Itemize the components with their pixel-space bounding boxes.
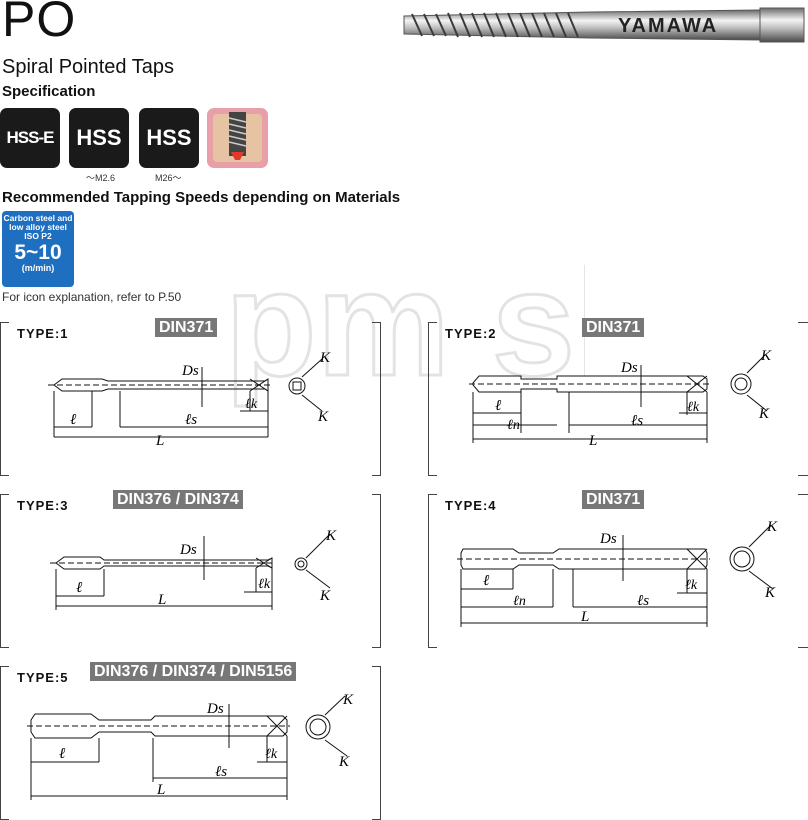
dim-k: K	[766, 519, 778, 535]
bracket-right	[372, 322, 381, 476]
icon-reference-note: For icon explanation, refer to P.50	[2, 290, 182, 304]
dim-k: K	[758, 406, 770, 422]
dim-k: K	[319, 588, 331, 604]
type-2-standard: DIN371	[582, 318, 645, 337]
bracket-right	[372, 666, 381, 820]
type-5-standard: DIN376 / DIN374 / DIN5156	[90, 662, 297, 681]
dim-lk: ℓk	[265, 747, 278, 762]
dim-L: L	[580, 609, 589, 625]
bracket-right	[798, 494, 808, 648]
speed-value: 5~10	[14, 240, 62, 264]
speeds-heading: Recommended Tapping Speeds depending on …	[2, 189, 401, 206]
type-4-drawing: Ds ℓ ℓn ℓs ℓk L K K	[457, 519, 778, 627]
speed-badge-carbon-steel: Carbon steel and low alloy steel ISO P2 …	[2, 211, 74, 287]
type-3-drawing: Ds ℓ ℓk L K K	[50, 528, 337, 610]
type-4-label: TYPE:4	[445, 498, 497, 513]
watermark: pm shop	[225, 255, 585, 409]
dim-k: K	[317, 409, 329, 425]
bracket-left	[428, 322, 437, 476]
dim-ln: ℓn	[513, 594, 526, 609]
dim-ds: Ds	[179, 542, 197, 558]
brand-engraving: YAMAWA	[618, 15, 718, 37]
dim-k: K	[764, 585, 776, 601]
dim-ds: Ds	[620, 360, 638, 376]
material-size-note: ～M2.6	[86, 173, 116, 183]
type-2-drawing: Ds ℓ ℓn ℓs ℓk L K K	[469, 348, 772, 449]
speed-material-line1: Carbon steel and	[3, 213, 73, 223]
type-1-standard: DIN371	[155, 318, 218, 337]
material-badge-hss-small: HSS	[69, 108, 129, 168]
dim-k: K	[760, 348, 772, 364]
speed-unit: (m/min)	[21, 262, 55, 273]
dim-lk: ℓk	[258, 577, 271, 592]
dim-L: L	[155, 433, 164, 449]
bracket-left	[0, 494, 9, 648]
dim-ds: Ds	[206, 701, 224, 717]
speed-material-iso: ISO P2	[24, 230, 52, 241]
material-badge-hss-e: HSS-E	[0, 108, 60, 168]
bracket-right	[798, 322, 808, 476]
dim-L: L	[588, 433, 597, 449]
dim-k: K	[325, 528, 337, 544]
dim-lk: ℓk	[687, 400, 700, 415]
page-title: PO	[2, 0, 77, 47]
material-size-note: M26～	[155, 173, 182, 183]
type-4-standard: DIN371	[582, 490, 645, 509]
svg-text:pm shop: pm shop	[225, 255, 585, 407]
dim-ls: ℓs	[637, 593, 649, 609]
dim-ln: ℓn	[507, 418, 520, 433]
dim-ds: Ds	[599, 531, 617, 547]
material-badge-hss-large: HSS	[139, 108, 199, 168]
dim-ds: Ds	[181, 363, 199, 379]
dim-l: ℓ	[76, 580, 82, 596]
dim-L: L	[156, 782, 165, 798]
dim-L: L	[157, 592, 166, 608]
type-3-label: TYPE:3	[17, 498, 69, 513]
dim-ls: ℓs	[185, 412, 197, 428]
type-3-standard: DIN376 / DIN374	[113, 490, 243, 509]
product-subtitle: Spiral Pointed Taps	[2, 56, 174, 78]
dim-ls: ℓs	[215, 764, 227, 780]
dim-l: ℓ	[483, 573, 489, 589]
specification-heading: Specification	[2, 83, 96, 100]
bracket-left	[428, 494, 437, 648]
bracket-left	[0, 322, 9, 476]
tap-product-photo: YAMAWA	[403, 7, 805, 43]
type-1-label: TYPE:1	[17, 326, 69, 341]
dim-k: K	[338, 754, 350, 770]
type-1-drawing: Ds ℓ ℓs ℓk L K K	[48, 350, 331, 449]
dim-ls: ℓs	[631, 413, 643, 429]
speed-material-line2: low alloy steel	[9, 221, 67, 232]
type-5-label: TYPE:5	[17, 670, 69, 685]
dim-l: ℓ	[59, 746, 65, 762]
dim-k: K	[319, 350, 331, 366]
dim-l: ℓ	[495, 398, 501, 414]
bracket-right	[372, 494, 381, 648]
type-5-drawing: Ds ℓ ℓs ℓk L K K	[27, 692, 354, 800]
type-2-label: TYPE:2	[445, 326, 497, 341]
through-hole-icon	[207, 108, 268, 168]
dim-l: ℓ	[70, 412, 76, 428]
bracket-left	[0, 666, 9, 820]
dim-k: K	[342, 692, 354, 708]
dim-lk: ℓk	[245, 397, 258, 412]
dim-lk: ℓk	[685, 578, 698, 593]
